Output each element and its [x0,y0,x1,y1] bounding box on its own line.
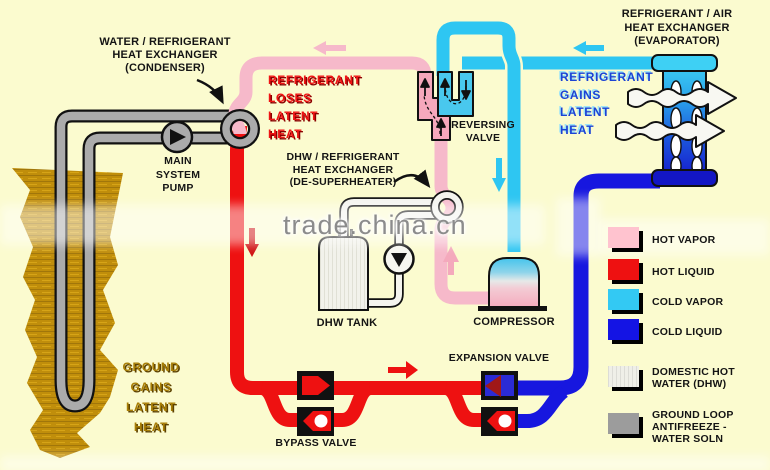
evaporator-shape [651,54,718,187]
reversing-valve-icon [417,71,474,141]
ground-loop-pipe [54,109,232,413]
evaporator-label: REFRIGERANT / AIR HEAT EXCHANGER (EVAPOR… [621,8,733,47]
hot-liquid-down-arrow [245,228,259,257]
watermark-blur-spot [556,198,600,256]
cold-vapor-down-arrow [492,158,506,192]
cold-vapor-swatch [608,289,639,310]
reversing-valve-label: REVERSING VALVE [451,119,515,144]
expansion-bypass-valve-icon [481,407,518,436]
air-flow-arrows [615,81,737,148]
dhw-pipe [339,197,440,308]
dhw-tank-label: DHW TANK [316,317,378,329]
bypass-valve-label: BYPASS VALVE [275,437,357,449]
bottom-blur-strip [0,456,770,470]
watermark-band [0,205,545,245]
cold-liquid-swatch [608,319,639,340]
compressor-label: COMPRESSOR [473,316,555,328]
refrigerant-gains-heat-label: REFRIGERANT GAINS LATENT HEAT [560,70,654,137]
refrigerant-loses-heat-label: REFRIGERANT LOSES LATENT HEAT [268,73,362,141]
desuperheater-coil [430,190,464,224]
expansion-valve-label: EXPANSION VALVE [448,352,550,364]
inline-valve-icon [297,371,334,400]
dhw-pump-icon [383,243,415,275]
dhw-swatch [608,366,639,387]
compressor-shape [478,257,547,311]
bypass-valve-icon [297,407,334,436]
ground-loop-swatch [608,413,639,434]
hot-vapor-left-arrow [313,41,346,55]
cold-vapor-pipe [434,19,657,252]
cold-vapor-left-arrow [573,41,604,55]
hot-vapor-swatch [608,227,639,248]
main-pump-label: MAIN SYSTEM PUMP [155,155,201,194]
watermark: trade.china.cn [283,210,467,240]
hot-vapor-up-arrow [443,246,459,275]
expansion-valve-icon [481,371,518,400]
cold-liquid-pipe [500,173,660,428]
dhw-tank-shape [318,229,369,311]
hot-liquid-right-arrow [388,361,418,379]
condenser-coil [220,109,260,149]
desuperheater-label: DHW / REFRIGERANT HEAT EXCHANGER (DE-SUP… [286,151,400,188]
hot-liquid-swatch [608,259,639,280]
annotation-arrows [196,78,431,188]
ground-gains-heat-label: GROUND GAINS LATENT HEAT [122,360,180,434]
condenser-label: WATER / REFRIGERANT HEAT EXCHANGER (COND… [99,36,231,74]
main-system-pump-icon [160,120,194,154]
flow-direction-arrows [245,41,604,379]
